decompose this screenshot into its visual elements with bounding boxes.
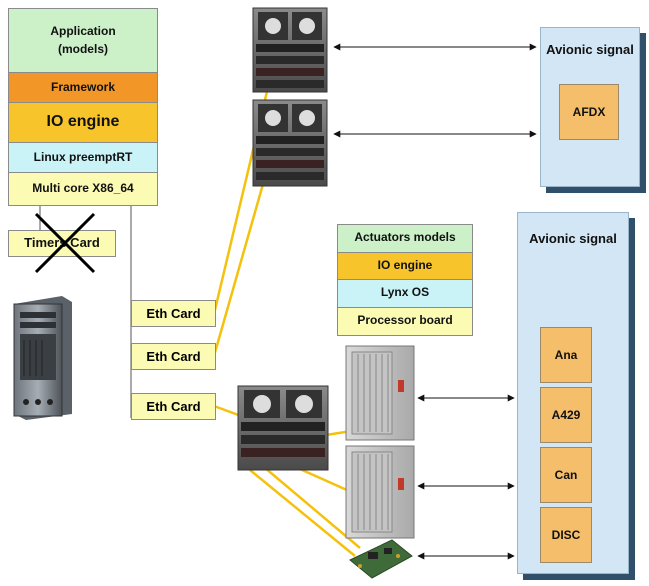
linux-layer: Linux preemptRT bbox=[9, 143, 157, 173]
avionic-signal-panel: Avionic signal Ana A429 Can DISC bbox=[517, 212, 629, 574]
eth-card: Eth Card bbox=[131, 393, 216, 420]
eth-card: Eth Card bbox=[131, 343, 216, 370]
cross-out-icon bbox=[34, 212, 96, 274]
circuit-board-icon bbox=[349, 539, 413, 579]
lynx-os-layer: Lynx OS bbox=[338, 280, 472, 308]
network-switch-icon bbox=[252, 7, 328, 93]
framework-layer: Framework bbox=[9, 73, 157, 103]
io-engine-layer: IO engine bbox=[9, 103, 157, 143]
double-arrow-icon bbox=[333, 43, 537, 560]
timers-card: Timers Card bbox=[8, 230, 116, 257]
eth-card: Eth Card bbox=[131, 300, 216, 327]
application-layer: Application (models) bbox=[9, 9, 157, 73]
ana-block: Ana bbox=[540, 327, 592, 383]
target-software-stack: Actuators models IO engine Lynx OS Proce… bbox=[337, 224, 473, 336]
panel-title: Avionic signal bbox=[529, 231, 617, 246]
cpu-layer: Multi core X86_64 bbox=[9, 173, 157, 205]
actuators-models-layer: Actuators models bbox=[338, 225, 472, 253]
can-block: Can bbox=[540, 447, 592, 503]
network-switch-icon bbox=[252, 99, 328, 187]
avionic-signal-panel: Avionic signal AFDX bbox=[540, 27, 640, 187]
network-switch-icon bbox=[237, 385, 329, 471]
io-engine-layer: IO engine bbox=[338, 252, 472, 280]
vme-rack-icon bbox=[345, 445, 415, 539]
processor-board-layer: Processor board bbox=[338, 307, 472, 335]
disc-block: DISC bbox=[540, 507, 592, 563]
panel-title: Avionic signal bbox=[546, 42, 634, 57]
application-label-line1: Application bbox=[50, 23, 116, 38]
host-software-stack: Application (models) Framework IO engine… bbox=[8, 8, 158, 206]
vme-rack-icon bbox=[345, 345, 415, 441]
application-label-line2: (models) bbox=[57, 41, 108, 56]
afdx-block: AFDX bbox=[559, 84, 619, 140]
a429-block: A429 bbox=[540, 387, 592, 443]
pc-tower-icon bbox=[13, 296, 72, 420]
